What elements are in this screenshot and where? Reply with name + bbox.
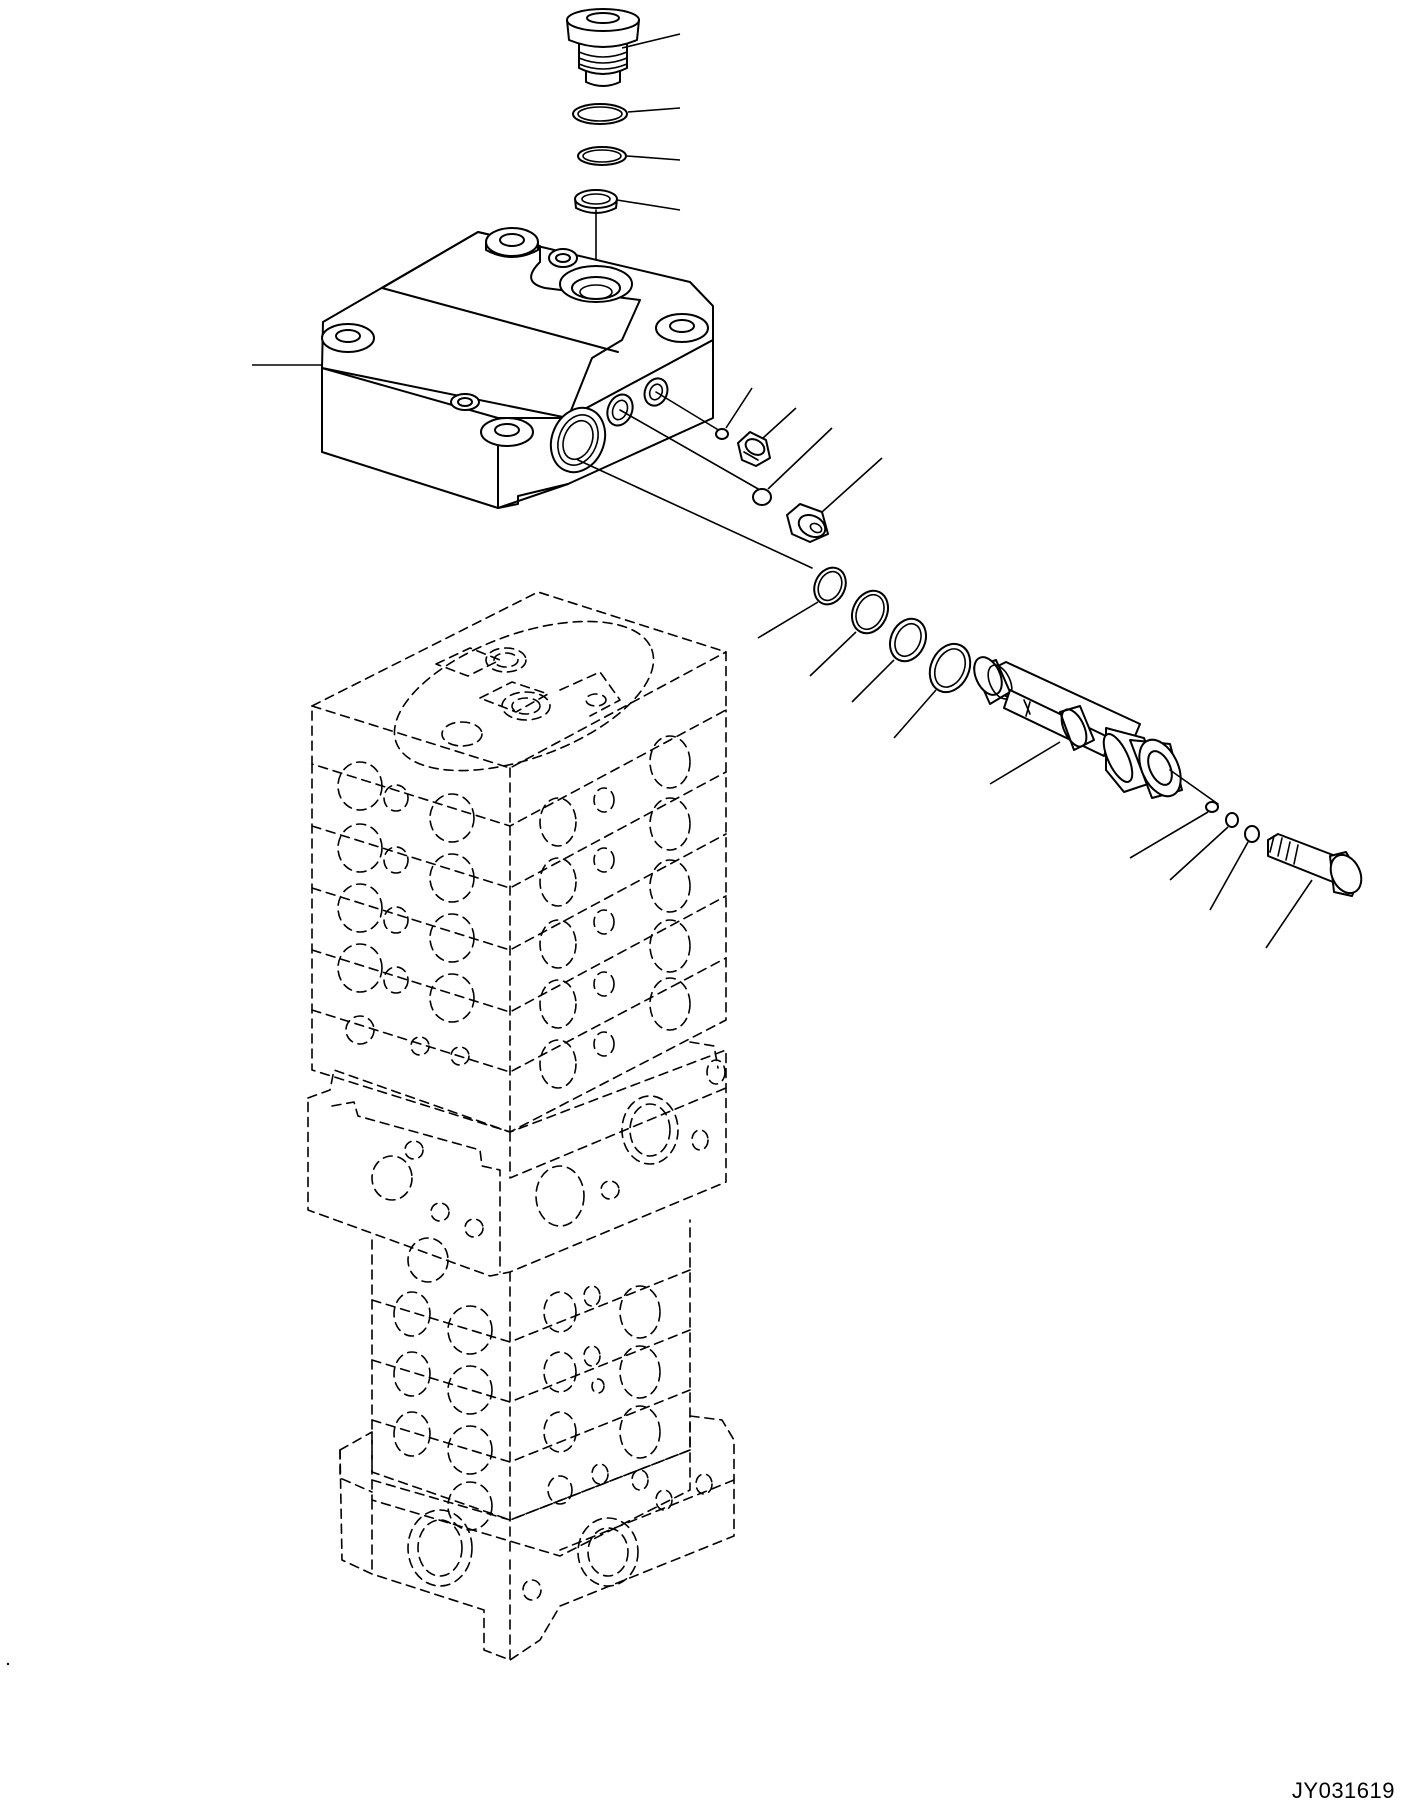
leader-line — [621, 33, 681, 49]
spool-o-ring-4 — [928, 642, 972, 694]
leader-line — [851, 659, 895, 703]
small-plug-1 — [737, 431, 771, 467]
drawing-code: JY031619 — [1291, 1778, 1395, 1803]
leader-line — [1265, 879, 1313, 949]
spool-end-ring-2 — [1244, 825, 1260, 843]
leader-line — [626, 155, 681, 161]
leader-line — [989, 741, 1061, 785]
small-plug-2 — [786, 503, 829, 543]
corner-mark — [6, 1662, 10, 1666]
leader-line — [627, 107, 681, 113]
spool-end-washer — [1205, 801, 1219, 813]
leader-line — [725, 387, 753, 429]
leader-line — [1129, 811, 1209, 859]
o-ring-upper — [572, 103, 628, 125]
leader-line — [757, 601, 819, 639]
o-ring-middle — [577, 146, 627, 166]
leader-line — [1169, 826, 1229, 881]
end-cover-block — [321, 227, 714, 509]
spool-end-ring-1 — [1225, 812, 1239, 828]
control-valve-body — [307, 591, 735, 1661]
axis-line-port — [655, 391, 726, 435]
small-o-ring-2 — [752, 488, 772, 506]
top-plug-part — [566, 8, 640, 87]
spool-end-bolt — [1267, 833, 1363, 897]
leader-line — [616, 199, 681, 211]
leader-line — [767, 427, 833, 490]
leader-line — [821, 457, 883, 513]
axis-line-main — [577, 459, 813, 569]
axis-line-port — [619, 409, 761, 491]
leader-line — [809, 631, 857, 677]
spool-o-ring-3 — [889, 617, 927, 663]
leader-line — [1209, 841, 1249, 911]
leader-line — [893, 689, 937, 739]
valve-spool — [973, 656, 1183, 799]
spool-o-ring-2 — [851, 589, 889, 635]
spool-o-ring-1 — [813, 566, 847, 606]
small-o-ring-1 — [715, 428, 729, 440]
leader-line — [762, 407, 797, 439]
axis-line-spool — [1169, 769, 1219, 805]
